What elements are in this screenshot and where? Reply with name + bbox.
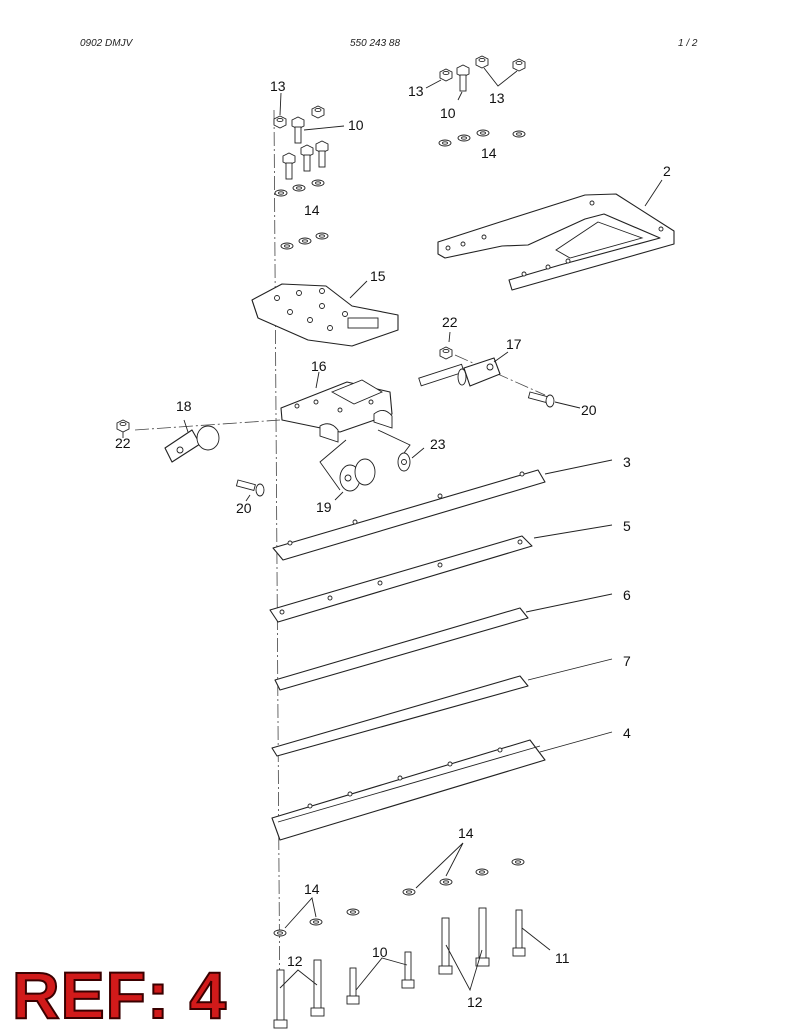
ref-stamp: REF: 4 xyxy=(11,958,228,1032)
part-6-blade xyxy=(274,593,613,691)
callout-20-left: 20 xyxy=(236,500,252,516)
part-23-washer xyxy=(377,429,425,472)
pin-axis-left xyxy=(134,419,281,431)
callout-20-right: 20 xyxy=(581,402,597,418)
callout-22-right: 22 xyxy=(442,314,458,330)
callout-4: 4 xyxy=(623,725,631,741)
part-20-pin-right xyxy=(527,391,581,409)
callout-17: 17 xyxy=(506,336,522,352)
part-22-nut-left xyxy=(116,419,130,438)
callout-18: 18 xyxy=(176,398,192,414)
top-left-hardware xyxy=(273,92,345,250)
header-page-number: 1 / 2 xyxy=(678,38,698,49)
part-18-pin xyxy=(164,419,220,463)
callout-13-top-left: 13 xyxy=(270,78,286,94)
header-part-number: 550 243 88 xyxy=(350,38,401,49)
callout-5: 5 xyxy=(623,518,631,534)
callout-19: 19 xyxy=(316,499,332,515)
part-3-plate xyxy=(272,459,613,561)
callout-14-top-right: 14 xyxy=(481,145,497,161)
callout-11: 11 xyxy=(555,950,570,966)
top-right-hardware xyxy=(425,55,526,147)
callout-10-bottom: 10 xyxy=(372,944,388,960)
bottom-bolts xyxy=(273,907,551,1029)
part-16-bracket xyxy=(280,371,393,443)
callout-7: 7 xyxy=(623,653,631,669)
part-4-blade xyxy=(271,731,613,841)
pin-axis-right xyxy=(454,354,546,396)
part-7-blade xyxy=(271,658,613,757)
part-20-pin-left xyxy=(235,479,265,502)
callout-2: 2 xyxy=(663,163,671,179)
part-19-roller xyxy=(319,439,376,501)
part-22-nut-right xyxy=(439,331,453,360)
callout-23: 23 xyxy=(430,436,446,452)
callout-12-left: 12 xyxy=(287,953,303,969)
part-5-plate xyxy=(269,524,613,623)
header-left-code: 0902 DMJV xyxy=(80,38,133,49)
bottom-washers xyxy=(273,842,525,937)
callout-12-right: 12 xyxy=(467,994,483,1010)
callout-14-top-left: 14 xyxy=(304,202,320,218)
callout-15: 15 xyxy=(370,268,386,284)
callout-13-top-right-b: 13 xyxy=(489,90,505,106)
callout-13-top-right-a: 13 xyxy=(408,83,424,99)
callout-14-bottom-left: 14 xyxy=(304,881,320,897)
callout-16: 16 xyxy=(311,358,327,374)
part-15-mount-plate xyxy=(251,280,399,347)
part-2-frame xyxy=(437,179,675,291)
callout-14-bottom-right: 14 xyxy=(458,825,474,841)
callout-22-left: 22 xyxy=(115,435,131,451)
callout-3: 3 xyxy=(623,454,631,470)
part-17-pin xyxy=(418,351,509,387)
assembly-centerline xyxy=(273,109,281,1026)
callout-6: 6 xyxy=(623,587,631,603)
callout-10-top-right: 10 xyxy=(440,105,456,121)
callout-10-top-left: 10 xyxy=(348,117,364,133)
